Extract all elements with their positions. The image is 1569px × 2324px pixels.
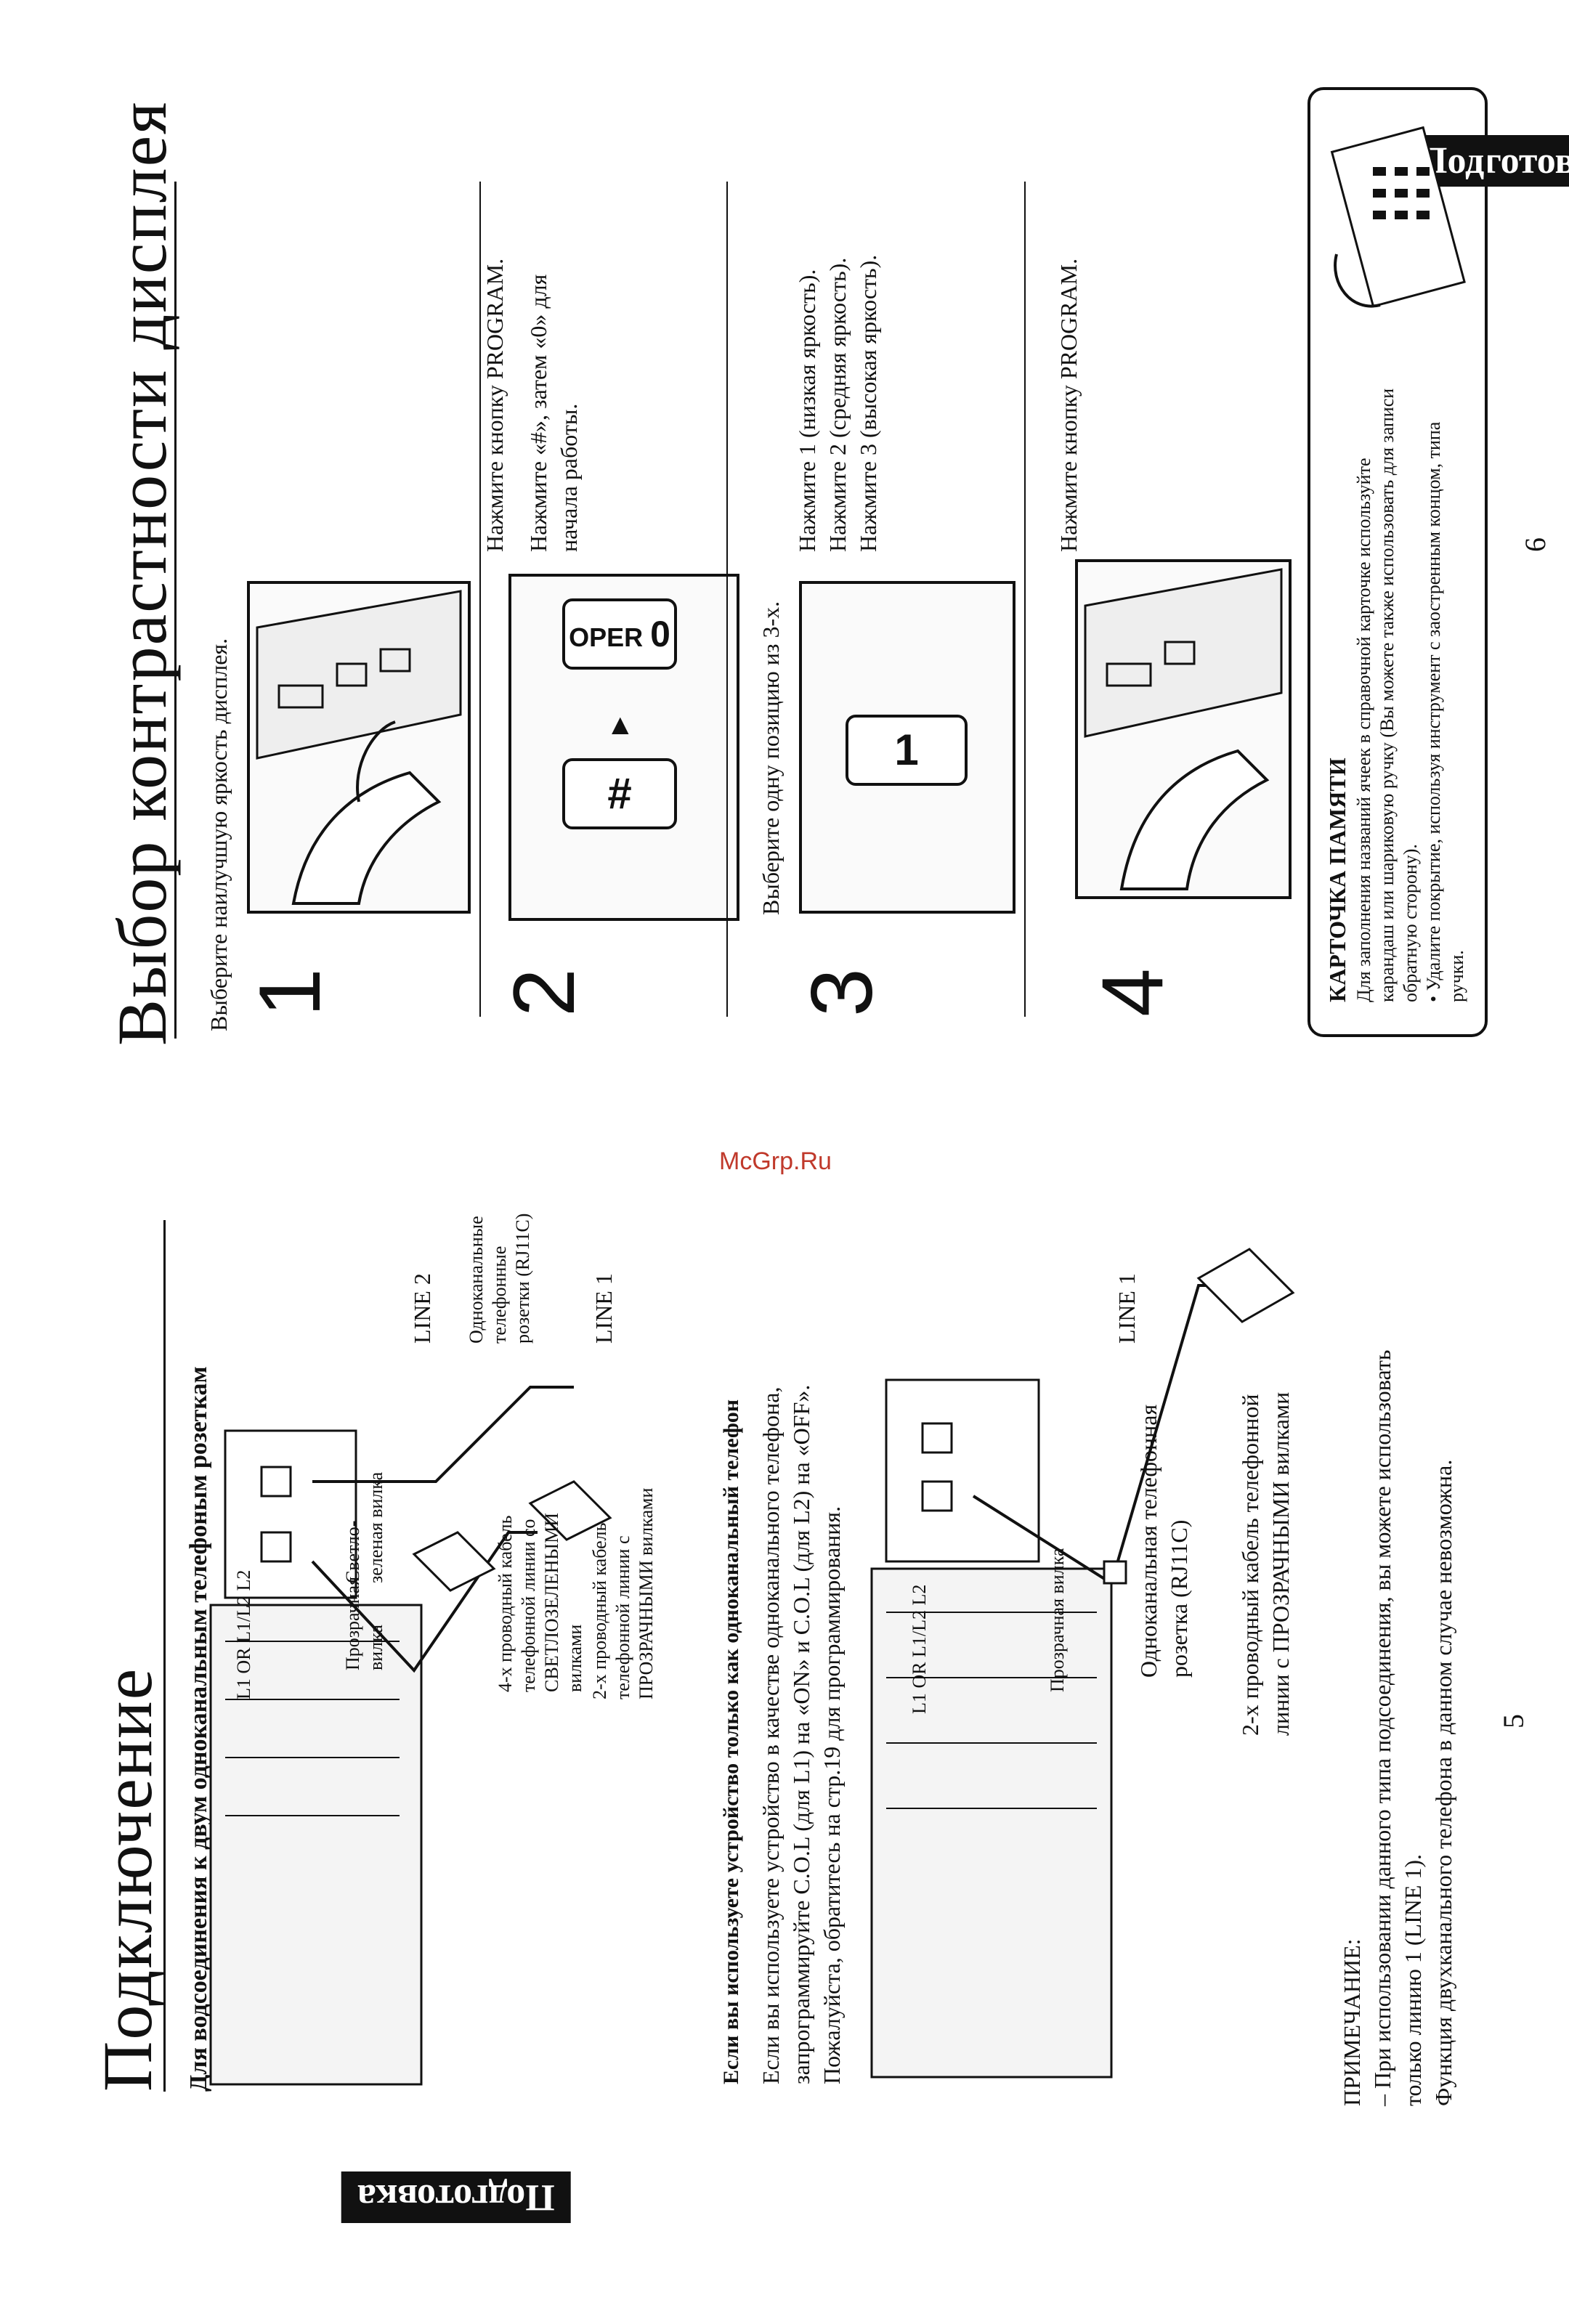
section-badge: Подготовка	[341, 2171, 571, 2223]
connection-diagram-two-lines	[196, 1293, 646, 2099]
note-block: ПРИМЕЧАНИЕ: – При использовании данного …	[1337, 1307, 1459, 2106]
memory-card-body: Для заполнения названий ячеек в справочн…	[1353, 388, 1421, 1002]
title-rule	[174, 182, 177, 1039]
step-3-number: 3	[793, 968, 891, 1017]
step-1-text: Нажмите кнопку PROGRAM.	[482, 258, 508, 552]
title-rule	[163, 1220, 166, 2092]
key-1[interactable]: 1	[846, 715, 968, 786]
page-number: 6	[1519, 537, 1552, 552]
step-4-number: 4	[1084, 968, 1181, 1017]
step-divider	[726, 182, 728, 1017]
connection-diagram-single-line	[857, 1235, 1366, 2099]
diagram2-line1: LINE 1	[1114, 1273, 1140, 1344]
step-3-illustration: 1	[799, 581, 1015, 914]
memory-card-box	[1308, 87, 1488, 1037]
oper-0-key[interactable]: OPER 0	[562, 598, 677, 670]
phone-card-illustration	[1322, 109, 1467, 330]
diagram2-line-labels: L1 OR L1/L2 L2	[909, 1584, 930, 1714]
page-title: Подключение	[89, 1667, 166, 2092]
note-line-2: Функция двухканального телефона в данном…	[1430, 1459, 1456, 2106]
step-3-intro: Выберите одну позицию из 3-х.	[758, 601, 784, 915]
hash-key[interactable]: #	[562, 758, 677, 829]
diagram2-cable: 2-х проводный кабель телефонной линии с …	[1237, 1391, 1294, 1736]
sockets-label: Одноканальные телефонные розетки (RJ11C)	[466, 1213, 533, 1344]
step-divider	[479, 182, 481, 1017]
cable-2wire-label: 2-х проводный кабель телефонной линии с …	[589, 1487, 657, 1699]
step-2-number: 2	[495, 968, 593, 1017]
step-divider	[1024, 182, 1026, 1017]
note-heading: ПРИМЕЧАНИЕ:	[1339, 1938, 1365, 2106]
note-line-1: – При использовании данного типа подсоед…	[1369, 1349, 1426, 2106]
step-1-illustration	[247, 581, 471, 914]
step-4-illustration	[1075, 559, 1292, 899]
single-section-heading: Если вы используете устройство только ка…	[719, 1399, 743, 2084]
step-3-text: Нажмите 1 (низкая яркость). Нажмите 2 (с…	[794, 254, 881, 552]
memory-card-heading: КАРТОЧКА ПАМЯТИ	[1324, 757, 1350, 1002]
line1-label: LINE 1	[591, 1273, 617, 1344]
light-green-plug-label: Светло-зеленая вилка	[342, 1471, 386, 1583]
step-2-text: Нажмите «#», затем «0» для начала работы…	[525, 274, 582, 552]
single-section-body: Если вы используете устройство в качеств…	[758, 1384, 845, 2084]
diagram2-transparent-plug: Прозрачная вилка	[1047, 1548, 1068, 1692]
diagram1-line-labels: L1 OR L1/L2 L2	[233, 1569, 254, 1699]
step-4-text: Нажмите кнопку PROGRAM.	[1055, 258, 1082, 552]
memory-card-bullet: • Удалите покрытие, используя инструмент…	[1423, 421, 1467, 1002]
cable-4wire-label: 4-х проводный кабель телефонной линии со…	[495, 1513, 585, 1692]
page-number: 5	[1497, 1714, 1530, 1728]
arrow-icon: ▲	[606, 708, 635, 741]
page-title: Выбор контрастности дисплея	[103, 100, 181, 1046]
line2-label: LINE 2	[409, 1273, 435, 1344]
step-2-illustration: # OPER 0 ▲	[508, 574, 739, 921]
diagram2-socket: Одноканальная телефонная розетка (RJ11C)	[1135, 1404, 1192, 1678]
step-1-number: 1	[241, 968, 338, 1017]
watermark: McGrp.Ru	[719, 1147, 832, 1175]
memory-card-text: КАРТОЧКА ПАМЯТИ Для заполнения названий …	[1322, 378, 1469, 1002]
intro-text: Выберите наилучшую яркость дисплея.	[206, 638, 232, 1031]
